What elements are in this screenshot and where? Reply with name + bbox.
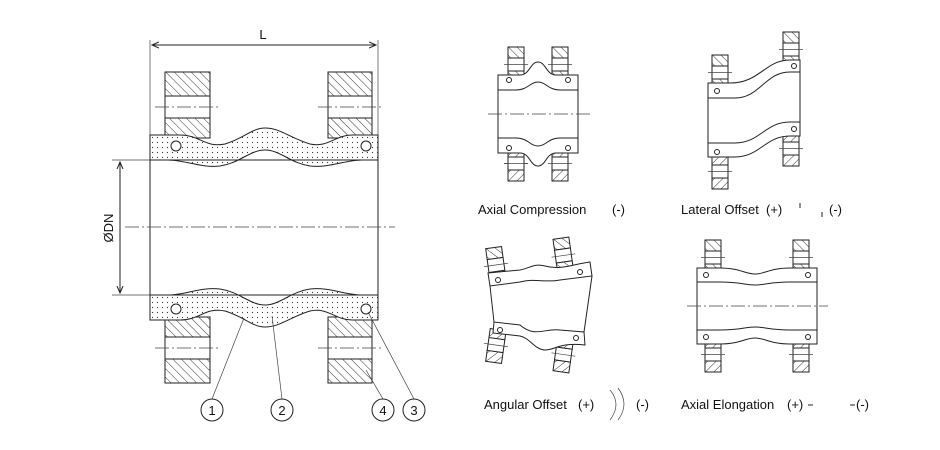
svg-text:2: 2 bbox=[278, 403, 285, 418]
callout-2: 2 bbox=[270, 398, 294, 422]
lateral-offset-label: Lateral Offset bbox=[681, 202, 759, 217]
top-right-flange bbox=[327, 71, 373, 139]
axial-elongation-label: Axial Elongation bbox=[681, 397, 774, 412]
svg-text:1: 1 bbox=[208, 403, 215, 418]
callout-4: 4 bbox=[371, 398, 395, 422]
axial-elongation-diagram: Axial Elongation (+) (-) bbox=[681, 239, 869, 412]
svg-text:3: 3 bbox=[410, 403, 417, 418]
bottom-left-flange bbox=[164, 316, 211, 384]
angular-offset-minus: (-) bbox=[636, 397, 649, 412]
callout-1: 1 bbox=[200, 398, 224, 422]
lateral-offset-plus: (+) bbox=[766, 202, 782, 217]
diameter-dimension: ØDN bbox=[101, 159, 150, 296]
axial-elongation-plus: (+) bbox=[787, 397, 803, 412]
lateral-offset-minus: (-) bbox=[829, 202, 842, 217]
angular-offset-diagram: Angular Offset (+) (-) bbox=[481, 235, 649, 421]
bottom-right-flange bbox=[327, 316, 373, 384]
callouts: 1 2 4 3 bbox=[200, 311, 426, 422]
length-dimension: L bbox=[149, 27, 379, 135]
svg-text:4: 4 bbox=[379, 403, 386, 418]
diameter-label: ØDN bbox=[101, 214, 116, 243]
axial-elongation-minus: (-) bbox=[856, 397, 869, 412]
main-section-drawing: L ØDN bbox=[101, 27, 426, 422]
axial-compression-sign: (-) bbox=[612, 202, 625, 217]
axial-compression-label: Axial Compression bbox=[478, 202, 586, 217]
angular-offset-label: Angular Offset bbox=[484, 397, 567, 412]
callout-3: 3 bbox=[402, 398, 426, 422]
axial-compression-diagram: Axial Compression (-) bbox=[478, 46, 625, 217]
lateral-offset-diagram: Lateral Offset (+) (-) bbox=[681, 31, 842, 217]
reinforcement-rings bbox=[170, 140, 372, 315]
angular-offset-plus: (+) bbox=[578, 397, 594, 412]
top-left-flange bbox=[164, 71, 211, 139]
length-label: L bbox=[259, 27, 266, 42]
